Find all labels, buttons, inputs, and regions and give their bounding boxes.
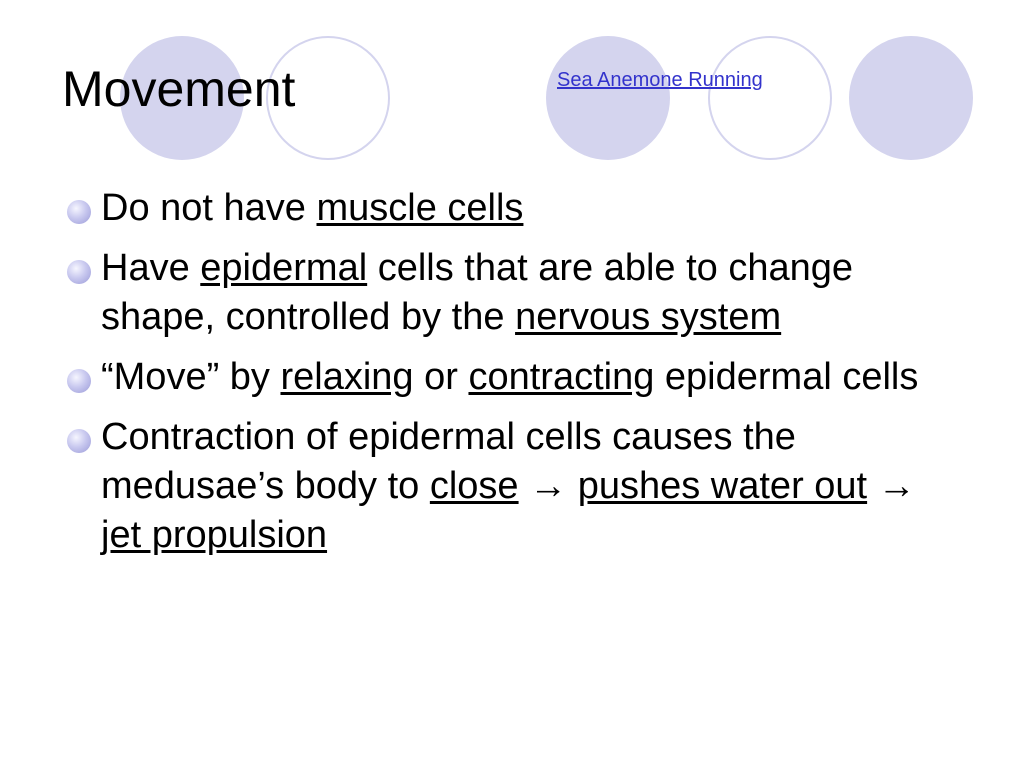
underlined-term: muscle cells (316, 187, 524, 229)
underlined-term: epidermal (200, 247, 368, 289)
decor-circle-outline (266, 36, 390, 160)
bullet-icon (67, 260, 91, 284)
decor-circle-outline (708, 36, 832, 160)
arrow-icon: → (867, 465, 916, 507)
decor-circle (849, 36, 973, 160)
bullet-text-segment: epidermal cells (654, 356, 919, 398)
bullet-list: Do not have muscle cells Have epidermal … (62, 184, 962, 571)
bullet-icon (67, 200, 91, 224)
bullet-text-segment: Have (101, 247, 201, 289)
underlined-term: nervous system (515, 296, 782, 338)
bullet-icon (67, 429, 91, 453)
underlined-term: jet propulsion (101, 514, 328, 556)
sea-anemone-running-link[interactable]: Sea Anemone Running (557, 69, 763, 91)
bullet-icon (67, 369, 91, 393)
underlined-term: close (429, 465, 519, 507)
underlined-term: contracting (468, 356, 655, 398)
bullet-item: “Move” by relaxing or contracting epider… (62, 353, 962, 402)
decor-circle (546, 36, 670, 160)
slide-title: Movement (62, 61, 296, 117)
bullet-text-segment: Contraction of epidermal cells causes th… (101, 416, 796, 507)
decor-circle (120, 36, 244, 160)
bullet-item: Do not have muscle cells (62, 184, 962, 233)
bullet-item: Have epidermal cells that are able to ch… (62, 244, 962, 342)
bullet-text-segment: cells that are able to change shape, con… (101, 247, 854, 338)
underlined-term: relaxing (280, 356, 414, 398)
bullet-item: Contraction of epidermal cells causes th… (62, 413, 962, 560)
bullet-text-segment: Do not have (101, 187, 317, 229)
bullet-text-segment: “Move” by (101, 356, 281, 398)
bullet-text-segment: or (413, 356, 469, 398)
arrow-icon: → (518, 465, 578, 507)
underlined-term: pushes water out (577, 465, 868, 507)
